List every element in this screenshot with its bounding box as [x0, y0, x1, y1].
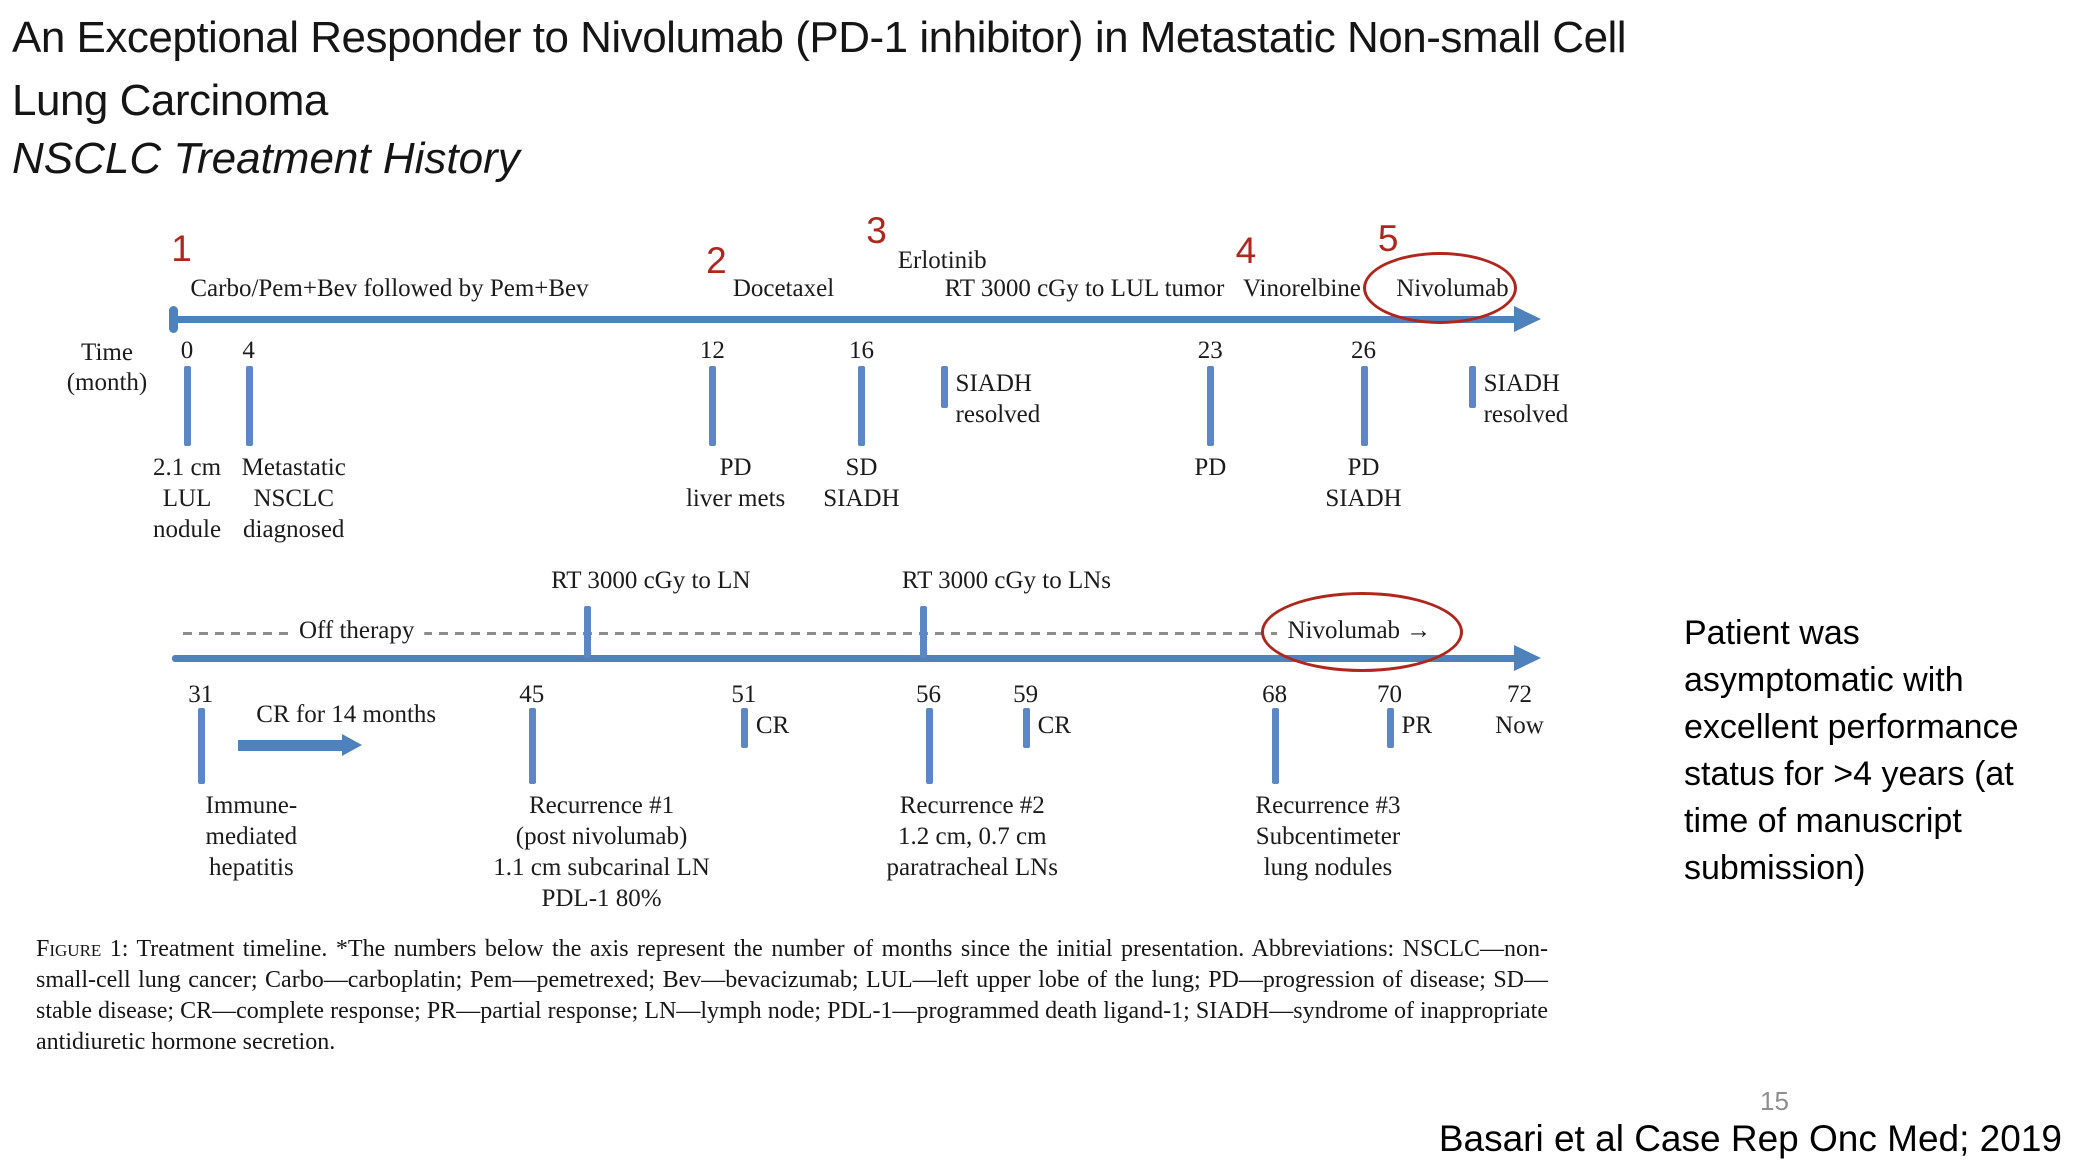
citation: Basari et al Case Rep Onc Med; 2019 [1438, 1118, 2062, 1159]
slide-title-line1: An Exceptional Responder to Nivolumab (P… [12, 13, 1627, 62]
event-tick [197, 708, 205, 784]
event-description: PD SIADH [1325, 454, 1402, 512]
red-step-number-3: 3 [866, 210, 887, 251]
event-description: Recurrence #2 1.2 cm, 0.7 cm paratrachea… [886, 792, 1058, 881]
tick-month-label-70: 70 [1377, 681, 1403, 708]
event-tick [858, 366, 866, 446]
therapy-label: Carbo/Pem+Bev followed by Pem+Bev [190, 275, 589, 302]
timeline-axis [172, 655, 1522, 662]
event-description: Immune- mediated hepatitis [205, 792, 298, 881]
tick-month-label-72: 72 [1506, 681, 1532, 708]
side-note: Patient was asymptomatic with excellent … [1684, 614, 2019, 887]
event-outcome-label: PR [1401, 712, 1433, 739]
event-description: 2.1 cm LUL nodule [153, 454, 222, 543]
event-tick [925, 708, 933, 784]
therapy-label: Vinorelbine [1242, 275, 1361, 302]
tick-month-label-45: 45 [519, 681, 545, 708]
event-outcome-label: Now [1495, 712, 1544, 739]
off-therapy-label: Off therapy [288, 616, 425, 646]
therapy-label: Erlotinib [897, 247, 987, 274]
cr-duration-arrowhead [342, 734, 363, 756]
event-tick [740, 708, 748, 748]
event-tick [1022, 708, 1030, 748]
event-tick [1468, 366, 1476, 408]
rt-tick [920, 606, 928, 658]
red-step-number-1: 1 [171, 228, 192, 269]
therapy-label: Docetaxel [732, 275, 835, 302]
red-step-number-4: 4 [1235, 230, 1257, 271]
event-tick [1271, 708, 1279, 784]
event-tick [1207, 366, 1215, 446]
rt-tick [583, 606, 591, 658]
event-tick [528, 708, 536, 784]
timeline-axis-start-cap [169, 306, 178, 333]
tick-month-label-59: 59 [1013, 681, 1039, 708]
timeline-axis [172, 316, 1522, 323]
timeline-axis-arrowhead [1514, 306, 1541, 332]
event-outcome-label: SIADH resolved [1483, 370, 1569, 428]
event-tick [940, 366, 948, 408]
tick-month-label-51: 51 [731, 681, 757, 708]
timeline-axis-arrowhead [1514, 645, 1541, 671]
event-outcome-label: SIADH resolved [955, 370, 1041, 428]
tick-month-label-68: 68 [1262, 681, 1288, 708]
event-outcome-label: CR [1037, 712, 1071, 739]
tick-month-label-0: 0 [180, 337, 194, 364]
red-step-number-5: 5 [1377, 218, 1399, 259]
event-tick [1386, 708, 1394, 748]
event-description: Metastatic NSCLC diagnosed [241, 454, 346, 543]
tick-month-label-56: 56 [916, 681, 941, 708]
event-tick [245, 366, 253, 446]
tick-month-label-26: 26 [1351, 337, 1377, 364]
figure-caption-text: Treatment timeline. *The numbers below t… [36, 936, 1548, 1055]
event-description: PD [1194, 454, 1227, 481]
cr-duration-arrow [238, 740, 343, 751]
tick-month-label-16: 16 [848, 337, 874, 364]
nivolumab-circle-annotation [1363, 252, 1518, 324]
rt-label: RT 3000 cGy to LNs [901, 567, 1112, 594]
tick-month-label-4: 4 [242, 337, 255, 364]
cr-duration-label: CR for 14 months [256, 701, 437, 728]
off-therapy-dashed-line [182, 632, 1365, 635]
page-number: 15 [1760, 1086, 1789, 1116]
time-axis-label: Time (month) [52, 338, 162, 398]
figure-caption: Figure 1:Treatment timeline. *The number… [36, 934, 1548, 1058]
tick-month-label-23: 23 [1197, 337, 1223, 364]
event-tick [184, 366, 192, 446]
red-step-number-2: 2 [706, 240, 727, 281]
rt-label: RT 3000 cGy to LN [551, 567, 751, 594]
figure-caption-label: Figure 1: [36, 936, 129, 962]
event-description: PD liver mets [685, 454, 786, 512]
event-description: Recurrence #1 (post nivolumab) 1.1 cm su… [493, 792, 710, 912]
slide-title-line2: Lung Carcinoma [12, 76, 328, 125]
slide-title: An Exceptional Responder to Nivolumab (P… [12, 6, 1627, 132]
tick-month-label-31: 31 [188, 681, 214, 708]
event-tick [709, 366, 717, 446]
slide-subtitle: NSCLC Treatment History [12, 134, 520, 183]
event-description: SD SIADH [823, 454, 900, 512]
tick-month-label-12: 12 [699, 337, 725, 364]
time-axis-label-line2: (month) [66, 369, 148, 396]
event-outcome-label: CR [755, 712, 790, 739]
nivolumab-circle-annotation [1261, 592, 1464, 672]
therapy-label: RT 3000 cGy to LUL tumor [944, 275, 1225, 302]
event-tick [1360, 366, 1368, 446]
event-description: Recurrence #3 Subcentimeter lung nodules [1255, 792, 1401, 881]
time-axis-label-line1: Time [81, 339, 133, 366]
